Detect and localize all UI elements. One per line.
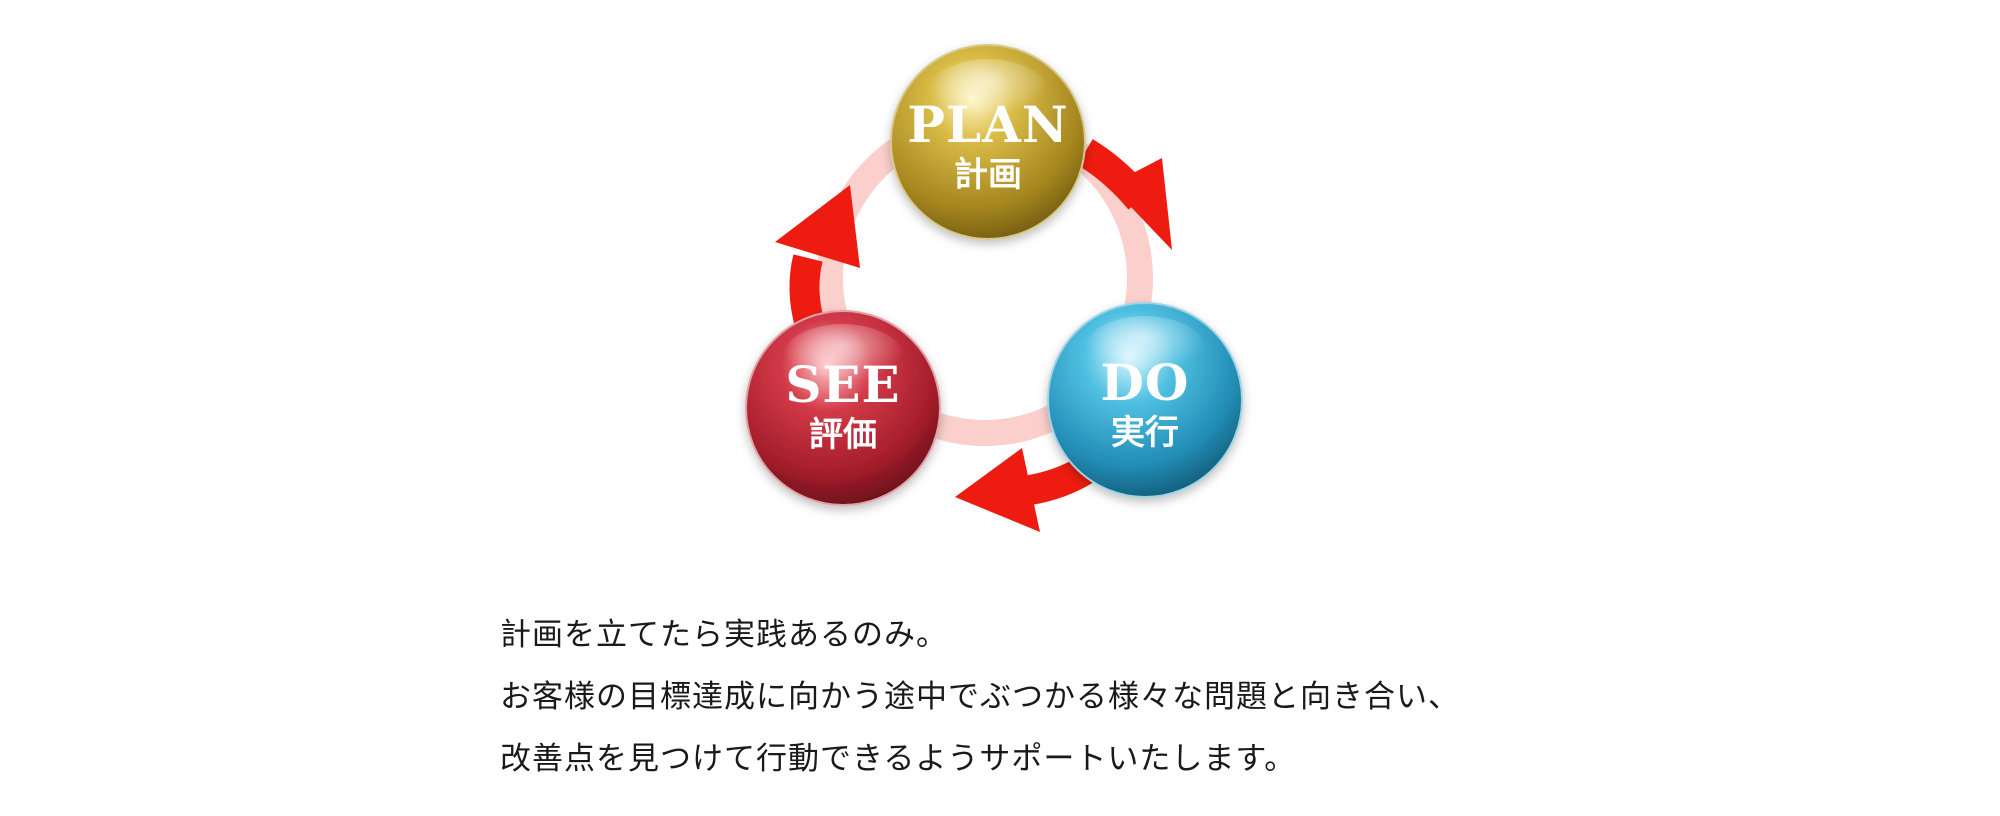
orb-do: DO 実行 (1047, 302, 1243, 498)
arrow-see-to-plan (775, 185, 860, 330)
description-line-2: お客様の目標達成に向かう途中でぶつかる様々な問題と向き合い、 (500, 679, 1460, 715)
orb-see-subtitle: 評価 (809, 415, 877, 455)
orb-see: SEE 評価 (745, 310, 941, 506)
orb-plan: PLAN 計画 (890, 44, 1086, 240)
description-line-1: 計画を立てたら実践あるのみ。 (500, 617, 948, 653)
arrow-do-to-see (955, 448, 1093, 532)
orb-do-subtitle: 実行 (1111, 413, 1179, 453)
orb-do-title: DO (1101, 353, 1190, 412)
pdca-cycle-diagram: PLAN 計画 DO 実行 SEE 評価 (745, 44, 1243, 532)
orb-plan-subtitle: 計画 (954, 155, 1022, 195)
description-text: 計画を立てたら実践あるのみ。 お客様の目標達成に向かう途中でぶつかる様々な問題と… (500, 604, 1700, 790)
arrow-plan-to-do (1077, 139, 1172, 250)
orb-see-title: SEE (785, 355, 900, 414)
orb-plan-title: PLAN (907, 95, 1068, 154)
description-line-3: 改善点を見つけて行動できるようサポートいたします。 (500, 741, 1297, 777)
